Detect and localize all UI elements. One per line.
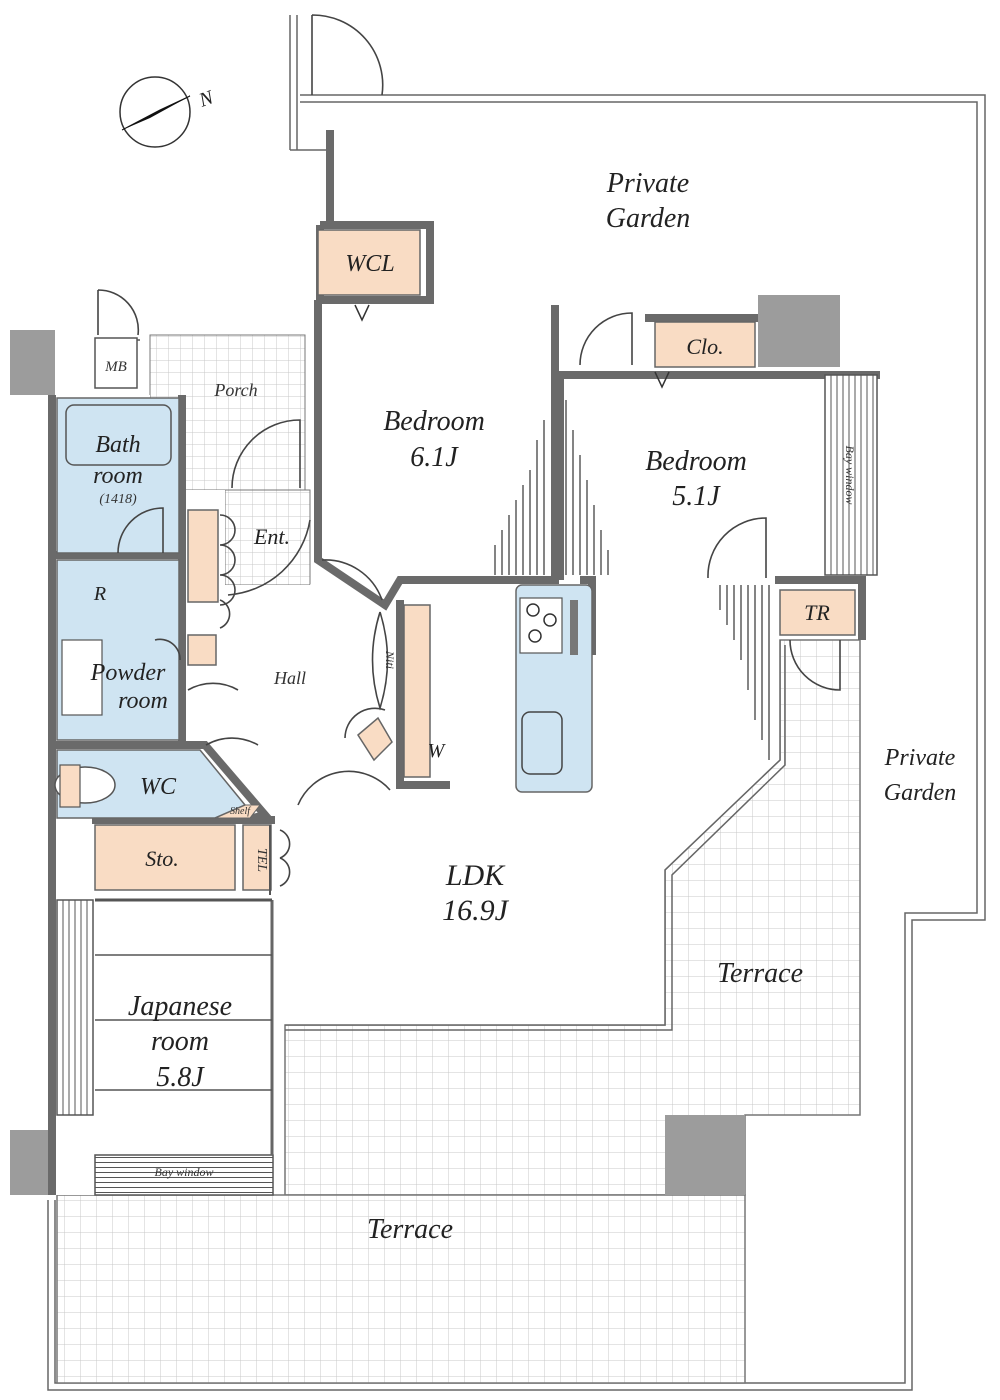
terrace-right-label: Terrace [717,958,803,989]
private-garden-top-line2: Garden [606,203,691,234]
bath-line2: room [93,463,143,489]
ldk-size: 16.9J [442,894,510,927]
japanese-room-slats [56,899,94,1116]
powder-line2: room [118,688,168,714]
interior-partitions [94,337,274,1155]
private-garden-right-line1: Private [884,745,956,771]
ent-label: Ent. [253,524,290,549]
bath-line1: Bath [95,432,140,458]
terrace-bottom-label: Terrace [367,1214,453,1245]
powder-line1: Powder [90,660,166,686]
hall-label: Hall [273,668,306,688]
shelf-label: Shelf [230,806,251,817]
japanese-size: 5.8J [156,1062,205,1093]
clo-label: Clo. [686,334,723,359]
garden-boundary [47,15,986,1391]
exterior-walls [48,130,880,1195]
ldk-name: LDK [445,859,506,892]
bedroom2-size: 5.1J [672,481,721,512]
bedroom2-name: Bedroom [645,446,747,477]
tr-label: TR [804,600,830,625]
private-garden-right-line2: Garden [884,780,956,806]
bay-window-bottom-label: Bay window [155,1165,214,1179]
doors [97,14,841,887]
storage-areas [57,229,856,891]
wet-areas [54,397,593,819]
r-label: R [93,583,106,605]
mb-label: MB [104,359,127,375]
japanese-line2: room [151,1026,209,1057]
bay-window-right [824,374,878,576]
bedroom1-name: Bedroom [383,406,485,437]
bedroom1-size: 6.1J [410,442,459,473]
bay-window-right-label: Bay window [843,446,857,505]
bath-size: (1418) [99,492,137,507]
wc-label: WC [140,774,177,800]
niti-label: Niti [383,650,397,669]
terrace-areas [56,334,861,1384]
private-garden-top-line1: Private [606,168,689,199]
wcl-label: WCL [345,251,394,277]
w-label: W [428,740,447,762]
japanese-line1: Japanese [128,991,232,1022]
compass-north-label: N [195,86,218,112]
porch-label: Porch [213,380,257,400]
compass: N [119,76,218,148]
tel-label: TEL [254,848,269,872]
bay-window-bottom [94,1154,274,1196]
closet-hatching [494,400,770,760]
room-labels: Private Garden Private Garden WCL Clo. M… [90,168,957,1245]
interior [55,300,880,1195]
sto-label: Sto. [145,846,179,871]
